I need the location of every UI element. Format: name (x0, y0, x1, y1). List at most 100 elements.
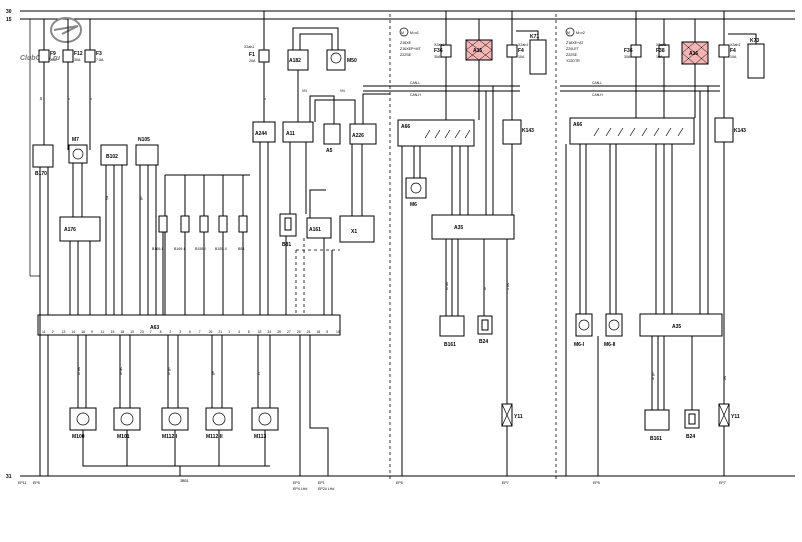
ground-ep5-b: EP5 (593, 481, 600, 485)
ground-ep6: EP6 (33, 481, 40, 485)
m7-label: M7 (72, 137, 79, 143)
can-l-label-right: CAN-L (592, 81, 602, 85)
motor-ground-wires (82, 430, 270, 476)
k143-right-label: K143 (734, 128, 746, 134)
n105-label: N105 (138, 137, 150, 143)
fuse-f38-label: F38 (656, 48, 665, 54)
b24-right-label: B24 (686, 434, 695, 440)
fuse-f4-left-rating: 10A (518, 55, 525, 59)
a244-label: A244 (255, 131, 267, 137)
svg-text:M: M (567, 31, 570, 35)
module-a66-right (569, 117, 695, 145)
a63-label: A63 (150, 325, 159, 331)
module-a161 (306, 217, 332, 239)
sensor-b161-right (644, 409, 670, 431)
y11-right-label: Y11 (731, 414, 740, 420)
b161-left-label: B161 (444, 342, 456, 348)
motor-m7 (68, 144, 88, 164)
a63-pin-label: 18 (316, 330, 320, 334)
watermark-logo-icon (50, 17, 82, 43)
ground-ep1: EP1 (318, 481, 325, 485)
connector-x1 (339, 215, 375, 243)
b161-right-label: B161 (650, 436, 662, 442)
left-wires (29, 19, 157, 315)
wire-color-label: rt (263, 98, 267, 100)
m113-label: M113 (254, 434, 266, 440)
module-a176 (59, 216, 101, 242)
fuse-f12-rating: 30A (74, 58, 81, 62)
wire-color-label: br gn (651, 372, 655, 380)
motor-m112-2-icon (205, 407, 233, 431)
fuse-f4-right-label: F4 (730, 48, 736, 54)
a66-left-label: A66 (401, 124, 410, 130)
wire-color-label: br ws (77, 367, 81, 375)
sensor-b161-left (439, 315, 465, 337)
a63-pin-label: 34 (267, 330, 271, 334)
variant-left-line-2: Z16XEP+MT (400, 47, 421, 51)
fuse-f36-right-rating: 30A (624, 55, 631, 59)
m6-label: M6 (410, 202, 417, 208)
fuse-f12-icon (62, 49, 74, 63)
wire-color-label: rt (89, 98, 93, 100)
module-a35-right (639, 313, 723, 337)
a63-pin-label: 3 (179, 330, 181, 334)
ground-ep7-b: EP7 (719, 481, 726, 485)
b169-2-label: B169-II (174, 247, 186, 251)
fuse-f9-icon (38, 49, 50, 63)
motor-m113-icon (251, 407, 279, 431)
sensor-b169-2-icon (180, 215, 190, 233)
a63-pin-label: 10 (130, 330, 134, 334)
wire-color-label: sw (105, 195, 109, 200)
variant-box-right: M (565, 27, 575, 37)
ground-ep3: EP3 (293, 481, 300, 485)
a63-pin-label: 18 (120, 330, 124, 334)
variant-right-line-3: Z22SE (566, 53, 578, 57)
a63-pin-label: 24 (307, 330, 311, 334)
motor-m6-2 (605, 313, 623, 337)
module-a66-left (397, 119, 475, 147)
b155-2-label: B155-II (215, 247, 227, 251)
can-h-label-right: CAN-H (592, 93, 603, 97)
module-n105 (135, 144, 159, 166)
ground-ep5-a: EP5 (396, 481, 403, 485)
a63-pin-label: 2 (169, 330, 171, 334)
motor-m100-icon (69, 407, 97, 431)
a63-pin-label: 33 (258, 330, 262, 334)
a35-left-label: A35 (454, 225, 463, 231)
motor-m6 (405, 177, 427, 199)
variant-right-badge: M=x2 (576, 31, 585, 35)
b170-label: B170 (35, 171, 47, 177)
wire-color-label: bl ws (119, 367, 123, 375)
a63-pin-label: 4 (238, 330, 240, 334)
a63-pin-label: 8 (248, 330, 250, 334)
m112-1-label: M112-I (162, 434, 178, 440)
rail-30-label: 30 (6, 9, 12, 15)
sensor-b170 (32, 144, 54, 168)
motor-m6-1 (575, 313, 593, 337)
connector-xc5: X2ah1 (730, 43, 740, 47)
fuse-f3-icon (84, 49, 96, 63)
connector-xc1: X2ah1 (244, 45, 254, 49)
a63-pin-label: 23 (140, 330, 144, 334)
a63-pin-label: 26 (209, 330, 213, 334)
a63-pin-label: 15 (111, 330, 115, 334)
connector-xc2: X2ah1 (434, 43, 444, 47)
ground-ep7-a: EP7 (502, 481, 509, 485)
fuse-f36-left-label: F36 (434, 48, 443, 54)
fuse-f36-left-rating: 30A (434, 55, 441, 59)
m101-label: M101 (117, 434, 130, 440)
motor-m7-icon (72, 148, 84, 160)
variant-right-line-2: Z20LET (566, 47, 580, 51)
m100-label: M100 (72, 434, 85, 440)
m6-2-label: M6-II (604, 342, 616, 348)
relay-k73 (747, 43, 765, 79)
wire-color-label: br gn (167, 367, 171, 375)
fuse-f4-right-rating: 10A (730, 55, 737, 59)
k71-label: K71 (530, 34, 539, 40)
wire-color-label: ws (723, 376, 727, 380)
motor-m50-icon (330, 52, 342, 64)
a11-label: A11 (286, 131, 295, 137)
sensor-b53-icon (238, 215, 248, 233)
ground-ep11: EP11 (18, 481, 27, 485)
